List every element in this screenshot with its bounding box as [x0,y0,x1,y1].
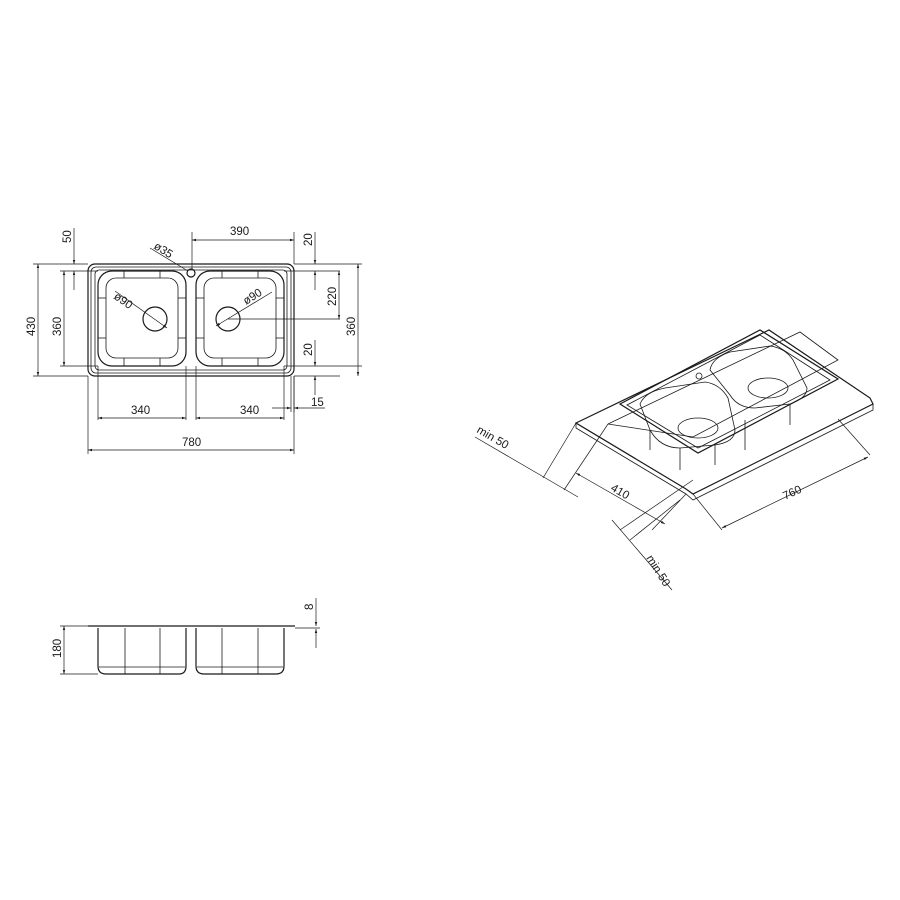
right-bowl: ø90 [195,270,285,367]
cutout-width-label: 410 [609,482,632,502]
rim-thickness-label: 8 [304,604,316,610]
top-view: ø90 ø90 ø35 390 430 [26,226,362,454]
drain-right-label: ø90 [241,287,264,308]
left-bowl: ø90 [97,270,187,367]
cutout-length-label: 760 [781,484,803,503]
bowl-depth-right-label: 360 [346,317,358,336]
iso-bowl-left [639,381,736,449]
top-margin-left-label: 50 [62,230,74,243]
sink-rim-outline [87,263,295,377]
top-margin-right-label: 20 [303,233,315,246]
bowl-height-label: 180 [52,639,64,658]
drain-spacing-label: 390 [230,226,249,238]
side-view: 180 8 [52,598,320,675]
overall-depth-label: 430 [26,317,38,336]
drain-offset-label: 220 [327,287,339,306]
drain-left-label: ø90 [111,291,134,312]
min-clearance-side-label: min 50 [643,553,671,589]
bowl-width-left-label: 340 [131,405,150,417]
iso-view: min 50 410 min 50 760 [475,329,874,591]
min-clearance-back-label: min 50 [475,424,511,452]
iso-sink-rim [618,329,840,454]
iso-bowl-right [709,345,808,409]
tap-hole [186,268,196,278]
bowl-depth-left-label: 360 [52,317,64,336]
rim-edge-label: 15 [311,397,324,409]
bowl-width-right-label: 340 [240,405,259,417]
tap-hole-label: ø35 [151,240,174,261]
overall-width-label: 780 [182,437,201,449]
bottom-margin-label: 20 [303,343,315,356]
drain-hole-left [142,306,168,332]
